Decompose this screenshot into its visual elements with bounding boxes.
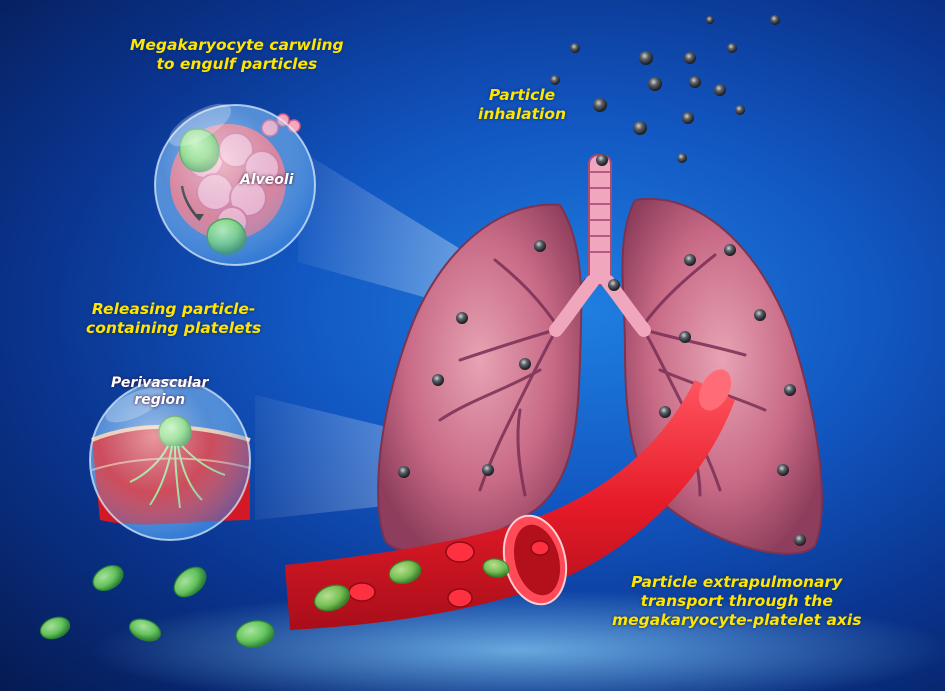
transport-label-line3: megakaryocyte-platelet axis [612,610,862,629]
beam-to-alveoli [298,150,470,310]
inhalation-label-line1: Particle [488,86,556,104]
inhaled-particle-icon [608,279,620,291]
inhaled-particle-icon [677,153,687,163]
inhaled-particle-icon [534,240,546,252]
inhaled-particle-icon [794,534,806,546]
alveoli-label: Alveoli [240,172,294,188]
inhaled-particle-icon [519,358,531,370]
inhaled-particle-icon [689,76,701,88]
inhaled-particle-icon [706,16,714,24]
alveoli-inset-sphere [154,103,316,266]
inhaled-particle-icon [456,312,468,324]
inhaled-particle-icon [593,98,607,112]
platelet-icon [173,566,207,598]
engulf-label-line1: Megakaryocyte carwling [130,36,344,54]
engulf-label: Megakaryocyte carwling to engulf particl… [130,36,344,74]
inhaled-particle-icon [596,154,608,166]
perivascular-label-line2: region [134,391,186,408]
inhaled-particle-icon [633,121,647,135]
red-blood-cell [445,541,475,563]
inhaled-particle-icon [659,406,671,418]
inhaled-particle-icon [777,464,789,476]
platelet-icon [92,564,124,592]
inhaled-particle-icon [754,309,766,321]
platelet-icon [128,618,162,642]
inhalation-label: Particle inhalation [478,86,566,124]
inhaled-particle-icon [648,77,662,91]
inhaled-particle-icon [682,112,694,124]
releasing-label: Releasing particle- containing platelets [86,300,261,338]
releasing-label-line1: Releasing particle- [91,300,256,318]
transport-label-line1: Particle extrapulmonary [631,573,843,591]
inhaled-particle-icon [432,374,444,386]
inhaled-particle-icon [727,43,737,53]
platelet-icon [39,616,71,640]
platelet-icon [482,558,510,578]
inhaled-particle-icon [724,244,736,256]
transport-label-line2: transport through the [640,591,833,610]
inhaled-particle-icon [684,254,696,266]
inhaled-particles [398,15,806,546]
inhaled-particle-icon [570,43,580,53]
platelets [39,558,510,648]
inhaled-particle-icon [714,84,726,96]
platelet-icon [235,620,275,648]
perivascular-inset-sphere [89,379,251,541]
inhaled-particle-icon [398,466,410,478]
perivascular-label: Perivascular region [111,375,208,409]
inhaled-particle-icon [550,75,560,85]
perivascular-label-line1: Perivascular [111,375,209,391]
inhaled-particle-icon [770,15,780,25]
red-blood-cell [447,588,473,608]
transport-label: Particle extrapulmonary transport throug… [612,573,861,630]
platelet-icon [388,559,422,585]
red-blood-cell [348,582,376,602]
platelet-icon [313,584,351,612]
inhaled-particle-icon [784,384,796,396]
inhaled-particle-icon [735,105,745,115]
engulf-label-line2: to engulf particles [156,54,318,73]
red-blood-cell [530,540,550,556]
inhaled-particle-icon [639,51,653,65]
inhaled-particle-icon [482,464,494,476]
inhaled-particle-icon [684,52,696,64]
inhalation-label-line2: inhalation [478,104,567,123]
releasing-label-line2: containing platelets [86,318,262,337]
inhaled-particle-icon [679,331,691,343]
